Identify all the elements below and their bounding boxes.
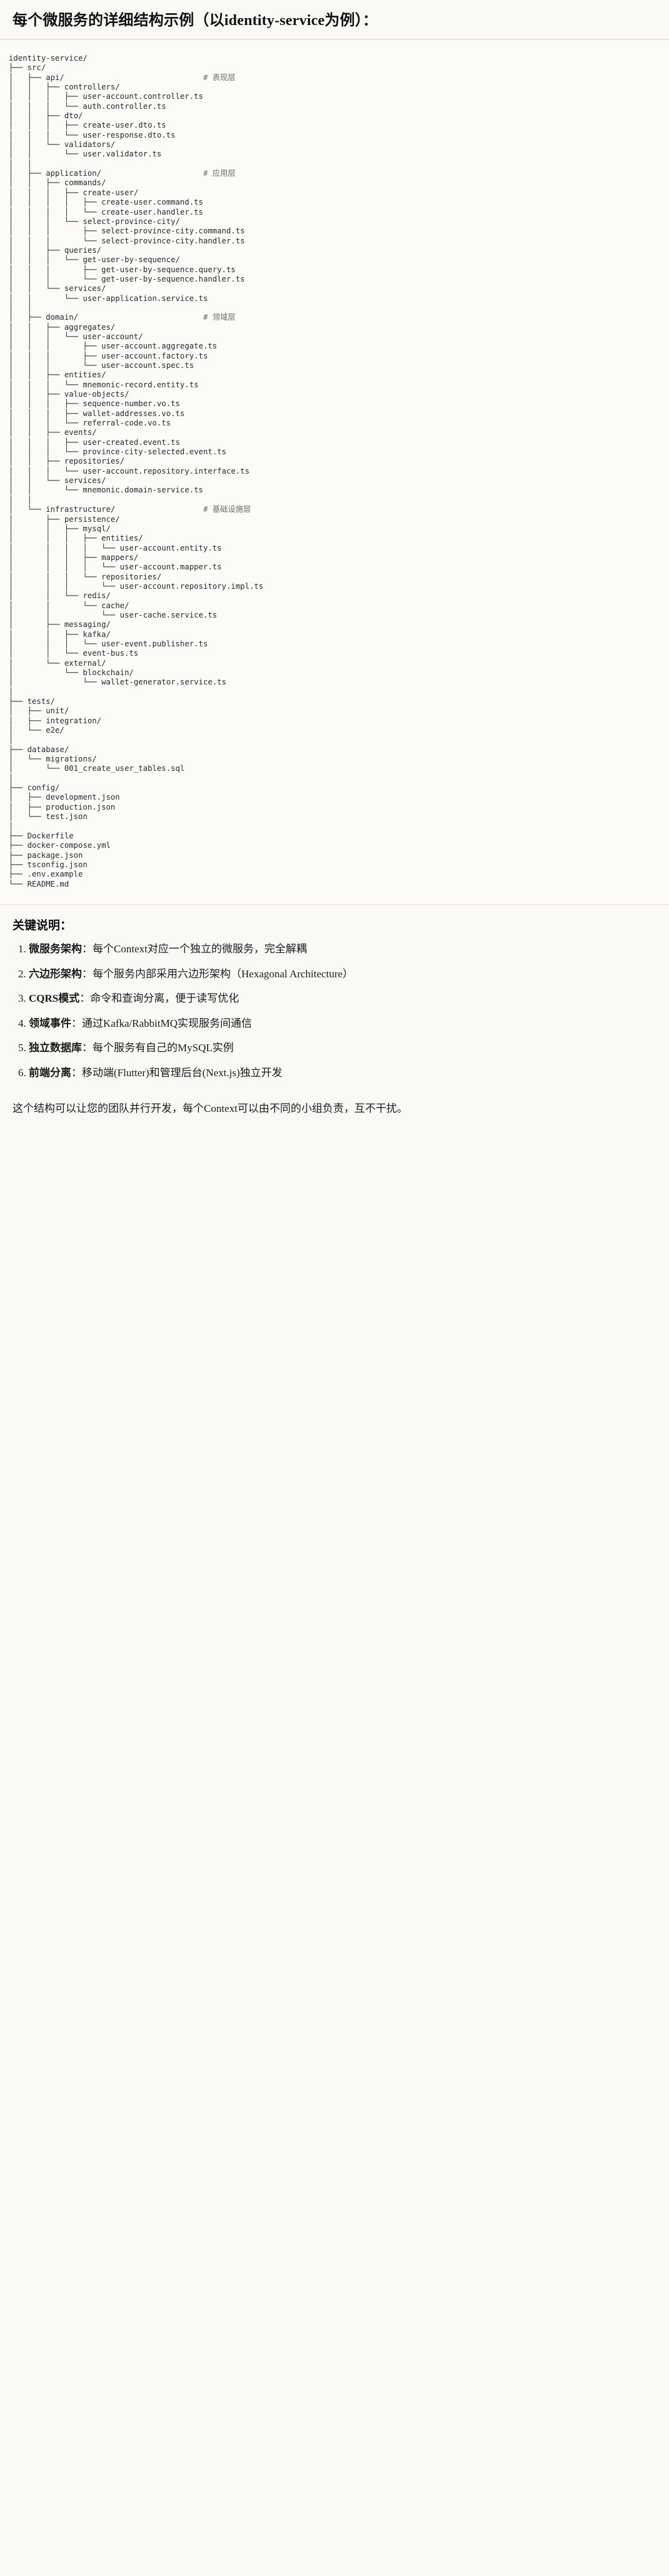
key-point-separator: ：	[71, 1067, 82, 1079]
list-item: 独立数据库：每个服务有自己的MySQL实例	[29, 1041, 656, 1056]
tree-comment: # 领域层	[203, 313, 236, 322]
key-point-desc: 每个服务内部采用六边形架构（Hexagonal Architecture）	[93, 967, 353, 980]
tree-comment: # 表现层	[203, 73, 236, 82]
key-point-desc: 每个Context对应一个独立的微服务，完全解耦	[93, 942, 307, 955]
list-item: 六边形架构：每个服务内部采用六边形架构（Hexagonal Architectu…	[29, 967, 656, 982]
tree-comment: # 基础设施层	[203, 505, 251, 514]
key-point-term: 独立数据库	[29, 1042, 82, 1054]
key-point-term: 微服务架构	[29, 942, 82, 955]
key-points-list: 微服务架构：每个Context对应一个独立的微服务，完全解耦 六边形架构：每个服…	[13, 942, 656, 1081]
list-item: 微服务架构：每个Context对应一个独立的微服务，完全解耦	[29, 942, 656, 957]
key-point-term: 六边形架构	[29, 967, 82, 980]
closing-paragraph: 这个结构可以让您的团队并行开发，每个Context可以由不同的小组负责，互不干扰…	[13, 1102, 408, 1114]
key-point-desc: 每个服务有自己的MySQL实例	[93, 1042, 234, 1054]
key-point-term: CQRS模式	[29, 992, 80, 1005]
key-point-term: 领域事件	[29, 1017, 71, 1029]
key-point-desc: 通过Kafka/RabbitMQ实现服务间通信	[82, 1017, 252, 1029]
key-point-separator: ：	[82, 942, 93, 955]
key-point-separator: ：	[82, 967, 93, 980]
key-points-heading: 关键说明：	[13, 919, 73, 932]
directory-tree-code[interactable]: identity-service/ ├── src/ │ ├── api/ # …	[9, 54, 264, 888]
key-point-separator: ：	[82, 1042, 93, 1054]
page-title: 每个微服务的详细结构示例（以identity-service为例）：	[13, 13, 378, 29]
document-page: 每个微服务的详细结构示例（以identity-service为例）： ident…	[0, 0, 669, 1131]
key-points-section: 关键说明： 微服务架构：每个Context对应一个独立的微服务，完全解耦 六边形…	[0, 905, 669, 1097]
key-point-separator: ：	[79, 992, 91, 1005]
key-point-desc: 命令和查询分离，便于读写优化	[90, 992, 239, 1005]
key-point-term: 前端分离	[29, 1067, 71, 1079]
list-item: 前端分离：移动端(Flutter)和管理后台(Next.js)独立开发	[29, 1066, 656, 1081]
key-point-desc: 移动端(Flutter)和管理后台(Next.js)独立开发	[82, 1067, 283, 1079]
code-block-container: identity-service/ ├── src/ │ ├── api/ # …	[0, 39, 669, 905]
list-item: 领域事件：通过Kafka/RabbitMQ实现服务间通信	[29, 1016, 656, 1032]
list-item: CQRS模式：命令和查询分离，便于读写优化	[29, 991, 656, 1007]
key-point-separator: ：	[71, 1017, 82, 1029]
tree-comment: # 应用层	[203, 169, 236, 178]
